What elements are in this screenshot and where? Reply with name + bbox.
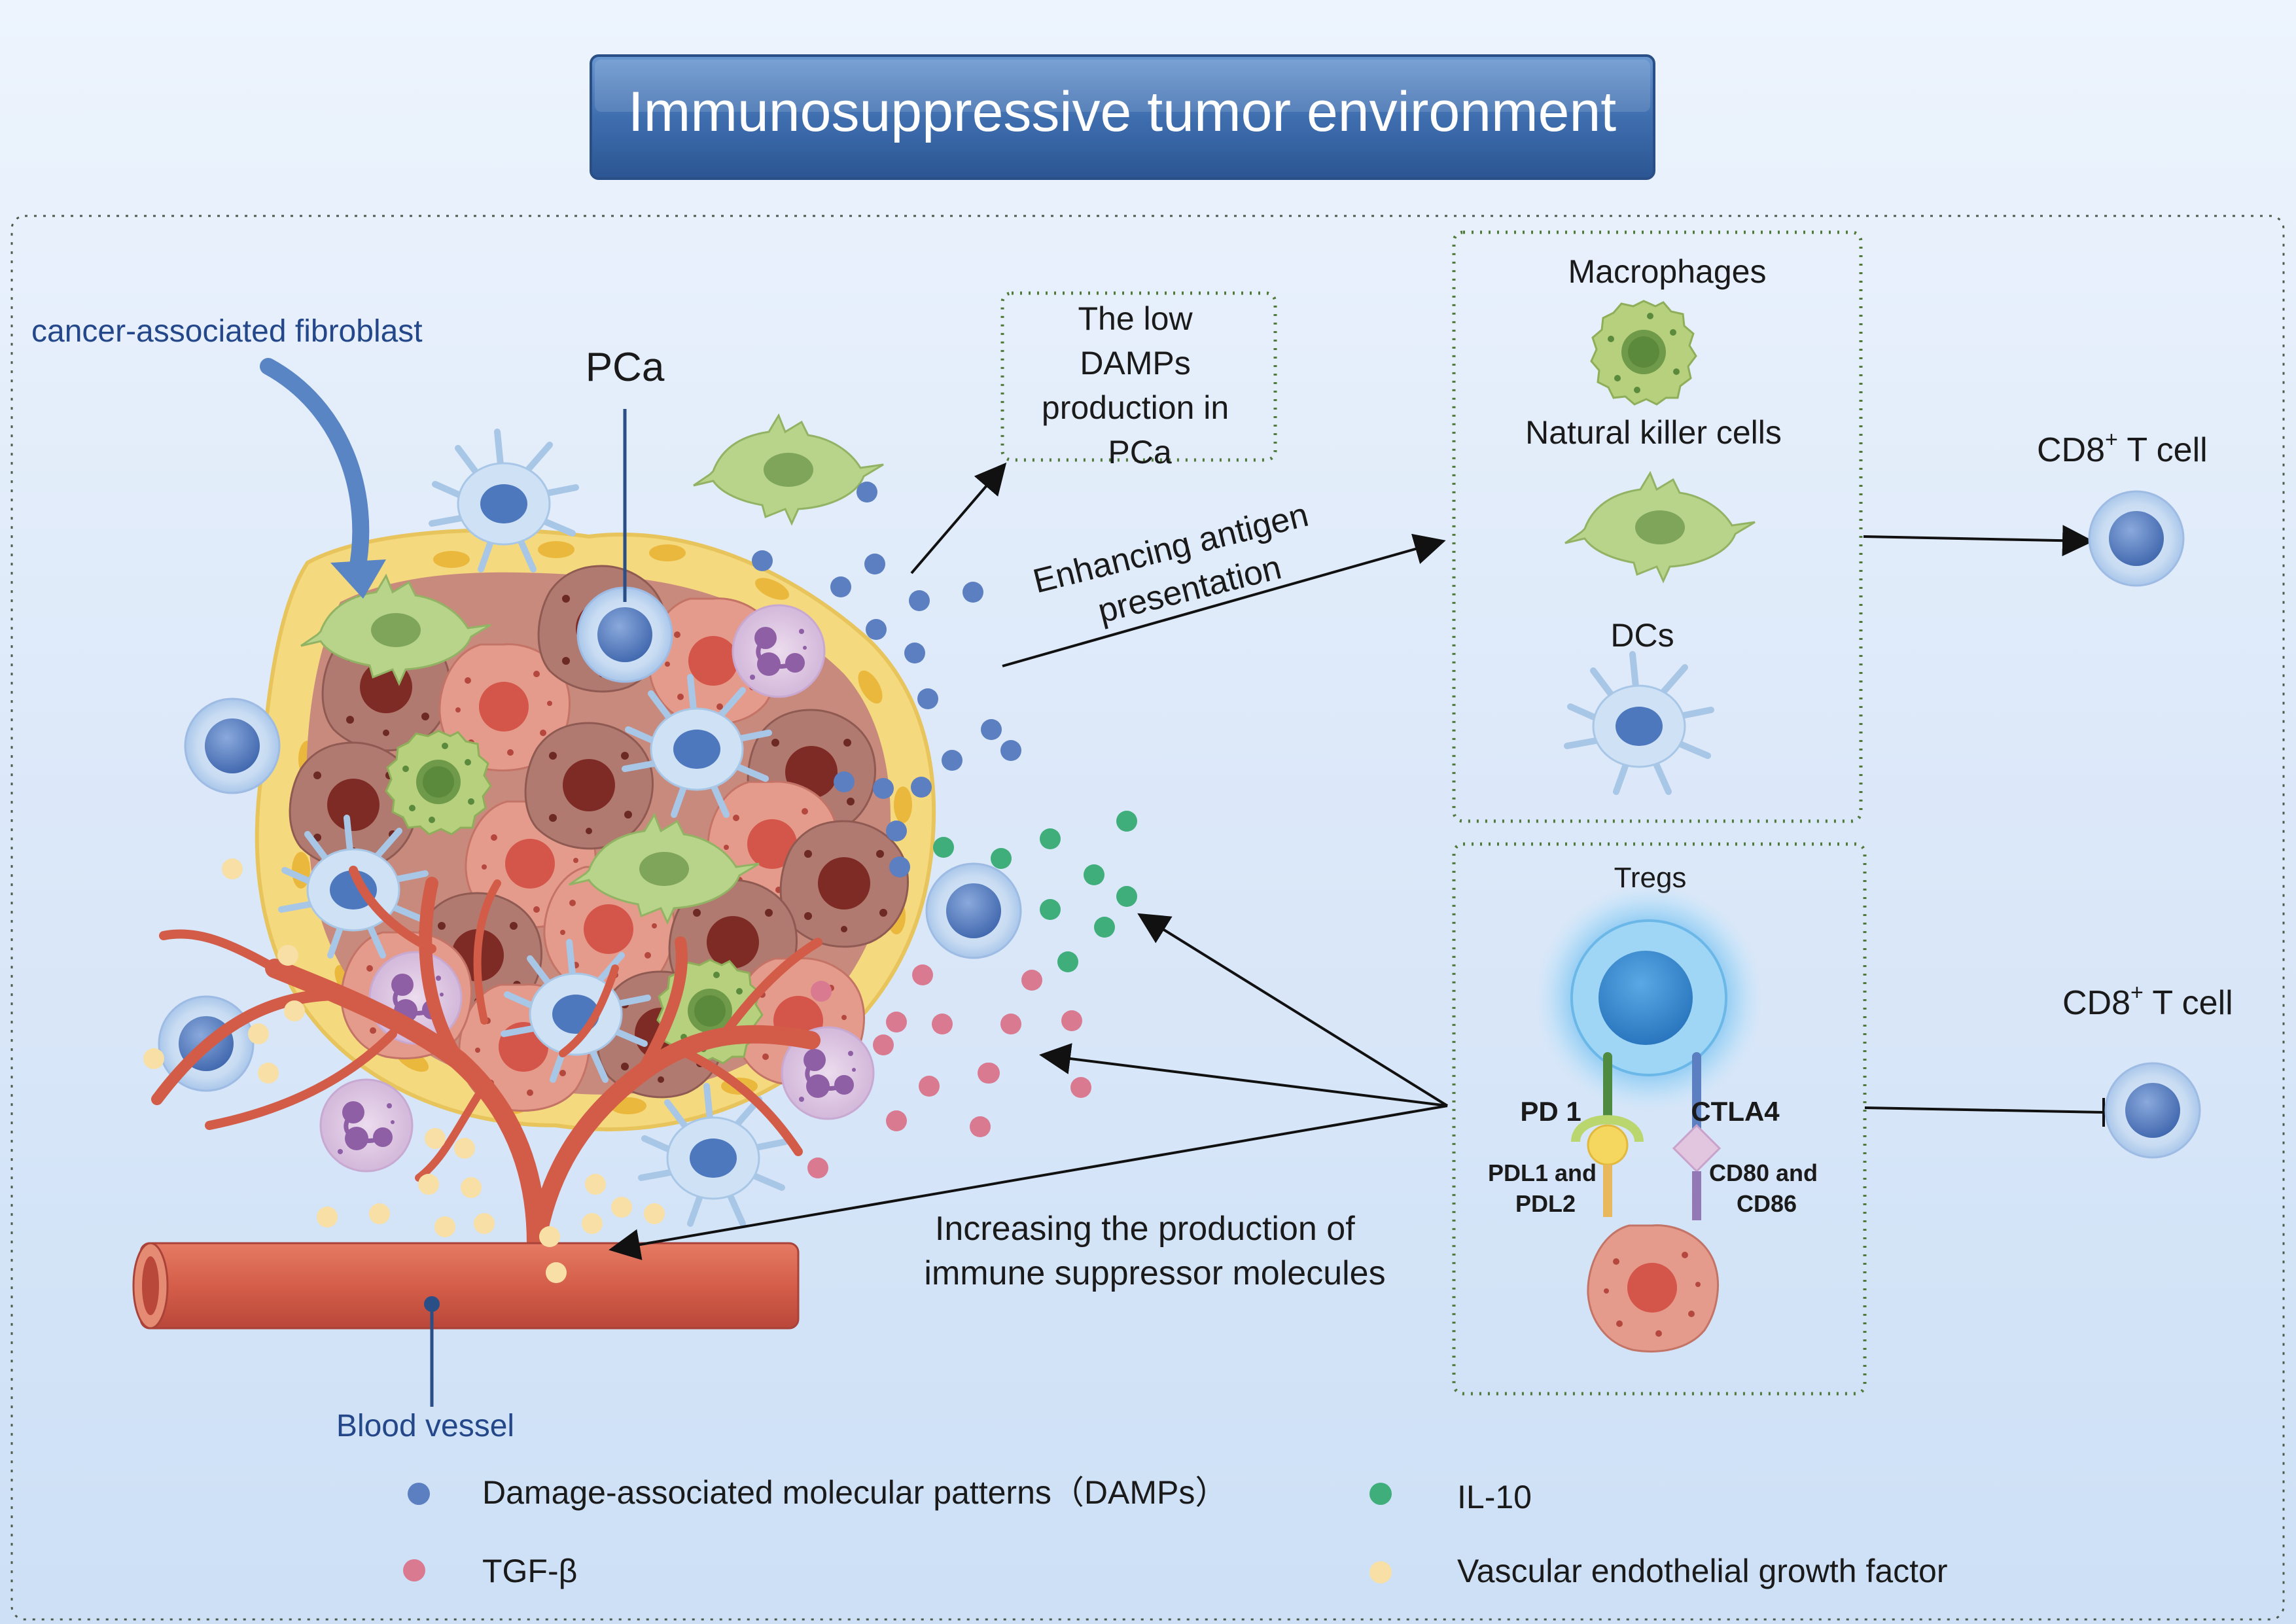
legend-il10-label: IL-10 — [1457, 1479, 1532, 1515]
cd80-label: CD80 and CD86 — [1709, 1159, 1824, 1217]
pdl1-ligand — [1587, 1124, 1629, 1166]
arrow-to-tgfb — [1039, 1043, 1448, 1107]
cd8-bottom-icon — [2104, 1062, 2201, 1159]
page-title: Immunosuppressive tumor environment — [628, 80, 1617, 143]
tregs-box — [1452, 842, 1867, 1396]
legend-damps-label: Damage-associated molecular patterns（DAM… — [482, 1474, 1227, 1511]
pd1-label: PD 1 — [1520, 1096, 1581, 1127]
legend-vegf-swatch — [1369, 1561, 1392, 1583]
arrow-to-vessel — [609, 1104, 1448, 1260]
arrow-to-il10 — [1137, 913, 1449, 1107]
legend-il10-swatch — [1369, 1483, 1392, 1505]
treg-nucleus — [1598, 951, 1693, 1045]
title-banner: Immunosuppressive tumor environment — [590, 54, 1655, 180]
vegf-dots — [143, 858, 665, 1283]
damps-dots — [752, 482, 1021, 877]
caf-arrow — [260, 358, 370, 581]
il10-dots — [933, 811, 1137, 972]
cd8-top-icon — [2088, 490, 2185, 587]
blood-vessel-tree — [132, 866, 822, 1407]
nk-cell-icon — [1564, 472, 1756, 582]
caf-label: cancer-associated fibroblast — [31, 314, 423, 349]
damps-box — [1000, 291, 1277, 462]
cd8-top-label: CD8+ T cell — [2037, 427, 2208, 469]
legend-vegf-label: Vascular endothelial growth factor — [1457, 1553, 1948, 1589]
enhancing-label: Enhancing antigen presentation — [1029, 493, 1332, 644]
pdl-label: PDL1 and PDL2 — [1488, 1159, 1603, 1217]
legend-damps-swatch — [408, 1483, 430, 1505]
legend-tgfb-label: TGF-β — [482, 1553, 577, 1589]
legend: Damage-associated molecular patterns（DAM… — [403, 1474, 1948, 1589]
macrophage-icon — [1590, 300, 1697, 406]
pca-label: PCa — [586, 345, 665, 390]
increasing-label: Increasing the production of immune supp… — [924, 1210, 1385, 1292]
apc-box — [1452, 230, 1863, 823]
nk-label: Natural killer cells — [1525, 414, 1782, 451]
blood-vessel-label: Blood vessel — [336, 1409, 514, 1443]
damps-box-text: The low DAMPs production in PCa — [1042, 300, 1238, 470]
tumor-cell-icon — [1587, 1224, 1720, 1352]
arrow-to-apc-box — [1002, 533, 1446, 667]
ctla4-label: CTLA4 — [1691, 1096, 1780, 1127]
dc-icon — [1567, 654, 1711, 792]
arrow-to-cd8-top — [1863, 525, 2094, 557]
arrow-to-damps-box — [910, 462, 1007, 574]
macrophages-label: Macrophages — [1568, 253, 1767, 290]
legend-tgfb-swatch — [403, 1559, 425, 1581]
dcs-label: DCs — [1610, 617, 1674, 654]
tgfb-dots — [807, 964, 1091, 1178]
cd8-bottom-label: CD8+ T cell — [2062, 980, 2233, 1022]
inhibit-cd8-bottom — [1864, 1106, 2104, 1114]
